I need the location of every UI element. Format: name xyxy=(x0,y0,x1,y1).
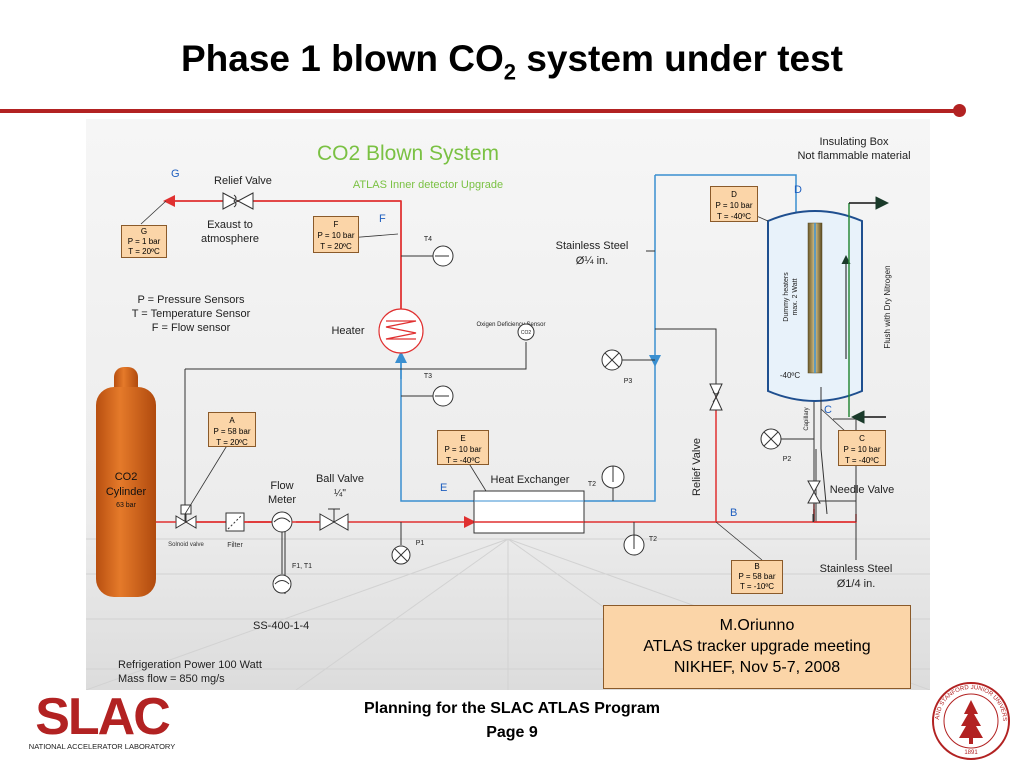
t3-label: T3 xyxy=(424,373,432,380)
ball-valve-size: ¼" xyxy=(334,487,346,499)
t4-gauge xyxy=(401,245,454,267)
flush-label: Flush with Dry Nitrogen xyxy=(883,265,892,348)
stanford-seal: LELAND STANFORD JUNIOR UNIVERSITY 1891 xyxy=(930,680,1010,760)
f1t1-gauge xyxy=(272,574,292,594)
p3-gauge xyxy=(601,349,655,371)
cylinder-label-2: Cylinder xyxy=(106,486,147,498)
nitrogen-flush xyxy=(848,196,889,424)
title-divider-dot xyxy=(953,104,966,117)
flow-meter-label-2: Meter xyxy=(268,494,296,506)
legend-temperature: T = Temperature Sensor xyxy=(132,308,251,320)
tree-icon xyxy=(959,700,983,738)
exhaust-label-1: Exaust to xyxy=(207,219,253,231)
marker-d: D xyxy=(794,184,802,196)
f1t1-label: F1, T1 xyxy=(292,563,312,570)
marker-c: C xyxy=(824,404,832,416)
blue-pipes xyxy=(395,174,814,502)
relief-valve-side xyxy=(709,383,723,411)
insulating-box-label-2: Not flammable material xyxy=(797,150,910,162)
stainless-bottom-size: Ø1/4 in. xyxy=(837,578,876,590)
capillary-label: Capillary xyxy=(804,407,810,430)
marker-b: B xyxy=(730,507,737,519)
slide-title: Phase 1 blown CO2 system under test xyxy=(181,38,843,85)
refrigeration-power: Refrigeration Power 100 Watt xyxy=(118,659,262,671)
mass-flow: Mass flow = 850 mg/s xyxy=(118,673,225,685)
credit-venue: NIKHEF, Nov 5-7, 2008 xyxy=(673,659,841,676)
p3-label: P3 xyxy=(624,378,633,385)
diagram-subheading: ATLAS Inner detector Upgrade xyxy=(353,179,503,191)
needle-valve-label: Needle Valve xyxy=(830,484,895,496)
letter-markers: G F D C E B xyxy=(171,168,832,519)
ss400-label: SS-400-1-4 xyxy=(253,620,310,632)
t2-upper-gauge xyxy=(601,465,625,501)
solenoid-label: Solnoid valve xyxy=(168,542,204,548)
p1-label: P1 xyxy=(416,540,425,547)
cylinder-label-1: CO2 xyxy=(115,471,138,483)
marker-e: E xyxy=(440,482,447,494)
capillary-line xyxy=(820,387,828,515)
relief-valve-top-label: Relief Valve xyxy=(214,175,272,187)
stainless-bottom-label: Stainless Steel xyxy=(820,563,893,575)
cylinder-label-3: 63 bar xyxy=(116,502,137,509)
relief-valve-top xyxy=(222,192,254,210)
p2-gauge xyxy=(760,428,814,450)
flow-meter xyxy=(271,511,293,533)
p2-label: P2 xyxy=(783,456,792,463)
t2-lower-label: T2 xyxy=(649,536,657,543)
stainless-top-label: Stainless Steel xyxy=(556,240,629,252)
ball-valve-label: Ball Valve xyxy=(316,473,364,485)
slac-logo: SLAC NATIONAL ACCELERATOR LABORATORY xyxy=(29,688,175,751)
exhaust-label-2: atmosphere xyxy=(201,233,259,245)
needle-valve xyxy=(807,480,821,504)
co2-system-diagram: CO2 Blown System ATLAS Inner detector Up… xyxy=(86,119,930,690)
stainless-top-size: Ø¼ in. xyxy=(576,255,608,267)
svg-text:1891: 1891 xyxy=(964,750,978,756)
insulating-box xyxy=(767,210,863,402)
legend-pressure: P = Pressure Sensors xyxy=(137,294,245,306)
footer-program: Planning for the SLAC ATLAS Program xyxy=(363,700,660,717)
t3-gauge xyxy=(401,385,454,407)
filter xyxy=(225,512,245,532)
relief-valve-side-label: Relief Valve xyxy=(691,438,703,496)
marker-f: F xyxy=(379,213,386,225)
ball-valve xyxy=(319,508,349,531)
dummy-heaters-label-2: max. 2 Watt xyxy=(792,278,799,315)
t2-upper-label: T2 xyxy=(588,481,596,488)
p1-gauge xyxy=(391,522,411,565)
credit-box: M.Oriunno ATLAS tracker upgrade meeting … xyxy=(603,605,911,689)
marker-g: G xyxy=(171,168,180,180)
diagram-heading: CO2 Blown System xyxy=(317,142,499,165)
oxygen-sensor xyxy=(517,323,535,341)
heater-label: Heater xyxy=(331,325,364,337)
heat-exchanger-label: Heat Exchanger xyxy=(491,474,570,486)
filter-label: Filter xyxy=(227,542,243,549)
t4-label: T4 xyxy=(424,236,432,243)
t2-lower-gauge xyxy=(623,522,645,556)
co2-tag: CO2 xyxy=(521,330,532,336)
credit-meeting: ATLAS tracker upgrade meeting xyxy=(643,638,871,655)
heater xyxy=(378,308,424,354)
floor-grid xyxy=(86,538,930,690)
heat-exchanger xyxy=(473,490,585,534)
oxygen-sensor-label: Oxigen Deficiency Sensor xyxy=(476,322,545,328)
insulating-box-label: Insulating Box xyxy=(819,136,889,148)
title-divider xyxy=(0,109,960,113)
credit-author: M.Oriunno xyxy=(719,617,795,634)
legend-flow: F = Flow sensor xyxy=(152,322,231,334)
svg-text:NATIONAL ACCELERATOR LABORATOR: NATIONAL ACCELERATOR LABORATORY xyxy=(29,742,175,751)
footer: Planning for the SLAC ATLAS Program Page… xyxy=(0,697,1024,745)
minus40-label: -40ºC xyxy=(780,371,800,380)
footer-page: Page 9 xyxy=(486,724,538,741)
flow-meter-label-1: Flow xyxy=(270,480,293,492)
dummy-heaters-label: Dummy heaters xyxy=(783,272,790,322)
svg-text:SLAC: SLAC xyxy=(35,688,170,746)
co2-cylinder xyxy=(96,367,156,597)
